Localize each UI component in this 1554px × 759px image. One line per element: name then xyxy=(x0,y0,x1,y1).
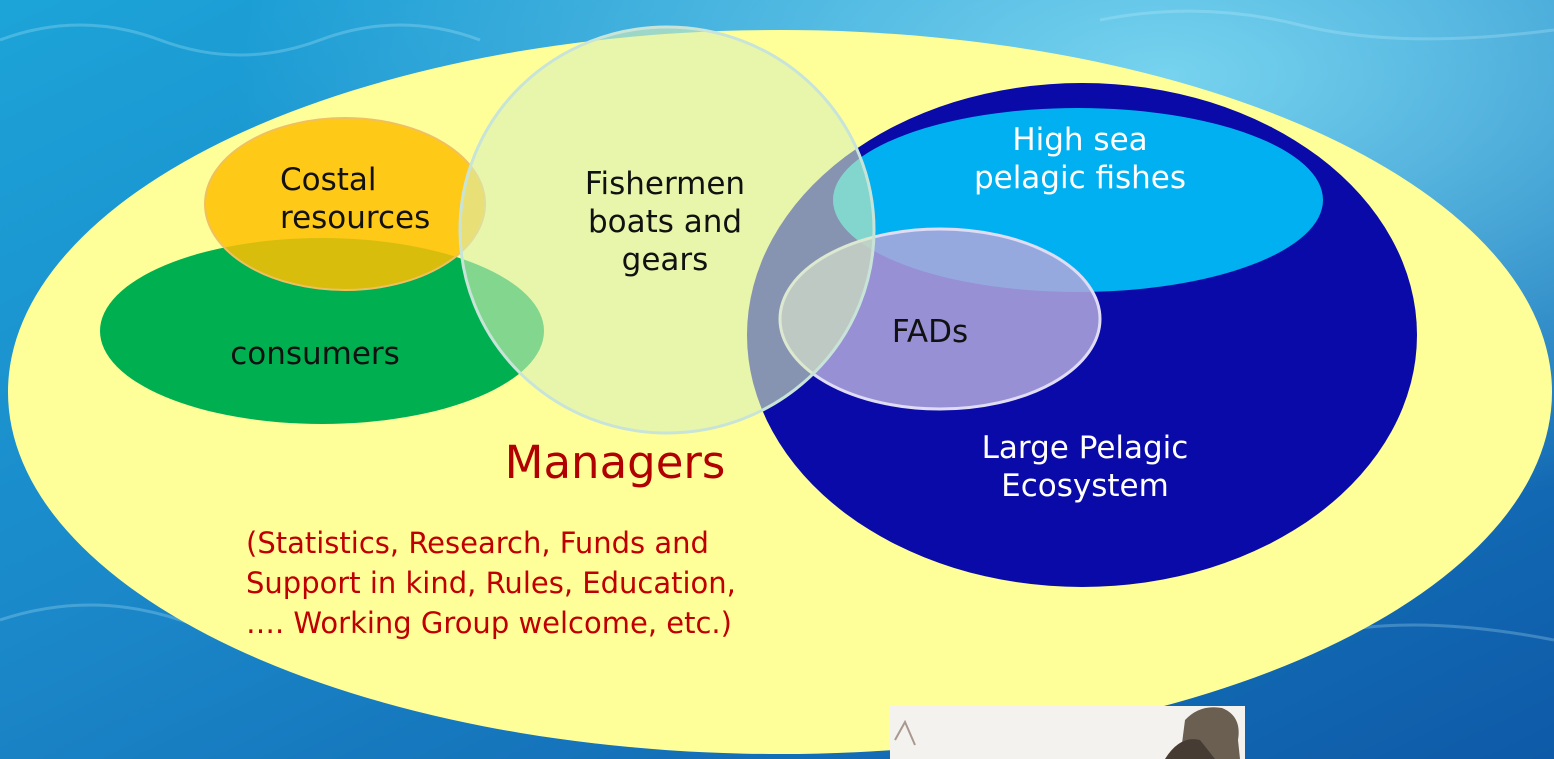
costal-label-line1: Costal xyxy=(280,162,377,198)
diver-photo xyxy=(890,706,1245,759)
consumers-ellipse xyxy=(100,238,544,424)
managers-details-line2: Support in kind, Rules, Education, xyxy=(246,566,736,601)
high-sea-label-line2: pelagic fishes xyxy=(973,159,1187,196)
costal-label-line2: resources xyxy=(280,199,431,236)
fishermen-label-line1: Fishermen xyxy=(584,166,746,202)
fishermen-label-line2: boats and xyxy=(587,203,743,240)
large-pelagic-label: Large Pelagic Ecosystem xyxy=(940,430,1230,506)
fishermen-label-line3: gears xyxy=(621,241,709,278)
managers-details-line1: (Statistics, Research, Funds and xyxy=(246,526,709,560)
fishermen-label: Fishermen boats and gears xyxy=(540,166,790,279)
managers-details: (Statistics, Research, Funds and Support… xyxy=(246,523,946,643)
fads-label: FADs xyxy=(891,314,969,350)
managers-title: Managers xyxy=(504,436,726,489)
large-pelagic-label-line2: Ecosystem xyxy=(1001,467,1169,504)
managers-details-line3: …. Working Group welcome, etc.) xyxy=(246,606,732,641)
fishermen-ellipse xyxy=(458,25,876,435)
consumers-label: consumers xyxy=(230,336,400,372)
high-sea-label: High sea pelagic fishes xyxy=(930,122,1230,198)
costal-label: Costal resources xyxy=(250,162,450,238)
high-sea-label-line1: High sea xyxy=(1012,122,1148,158)
large-pelagic-label-line1: Large Pelagic xyxy=(981,430,1189,466)
